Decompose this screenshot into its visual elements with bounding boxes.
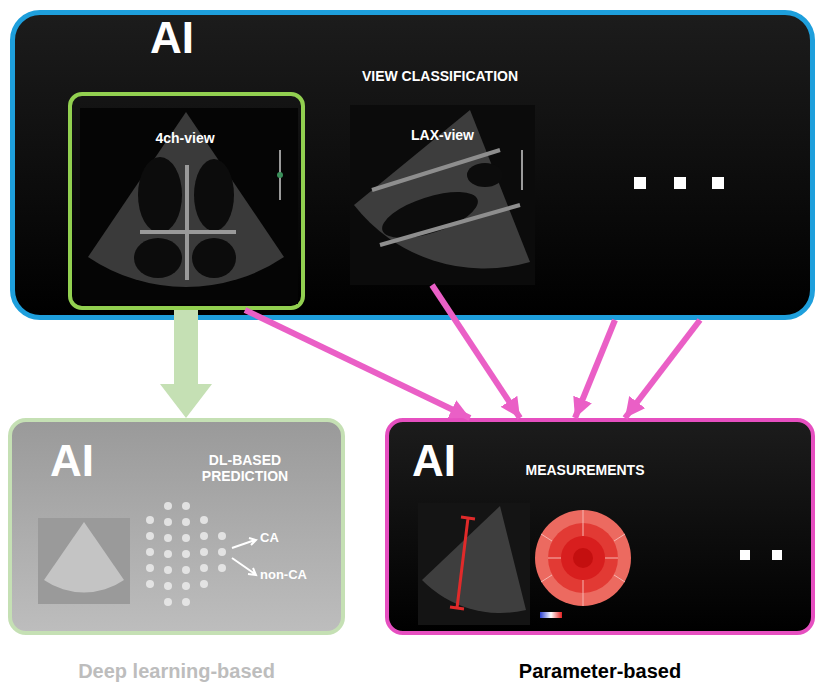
- measurement-line: [450, 517, 475, 609]
- output-label: non-CA: [260, 568, 307, 583]
- echo-chamber: [194, 159, 234, 231]
- block-arrow: [160, 310, 212, 418]
- flow-arrow: [245, 310, 470, 418]
- echo-fan: [354, 110, 530, 269]
- echo-image: [418, 503, 530, 625]
- ai-heading: AI: [150, 13, 240, 64]
- echo-wall: [372, 150, 520, 245]
- echo-chamber: [192, 238, 236, 278]
- echo-fan: [44, 522, 124, 593]
- echo-fan: [422, 506, 526, 613]
- panel-heading: DL-BASED PREDICTION: [185, 452, 305, 484]
- echo-marker: [277, 172, 283, 178]
- ai-heading: AI: [412, 436, 502, 487]
- view-label: LAX-view: [350, 127, 535, 143]
- echo-image: [80, 108, 298, 304]
- flow-arrow: [575, 320, 615, 418]
- view-label: 4ch-view: [120, 130, 250, 146]
- neural-network: [146, 502, 226, 606]
- echo-chamber: [377, 182, 483, 247]
- echo-chamber: [134, 238, 182, 278]
- bullseye-plot: [535, 510, 631, 618]
- echo-scale: [521, 150, 523, 190]
- output-label: CA: [260, 531, 279, 546]
- echo-image: [38, 518, 130, 604]
- output-arrow: [232, 538, 256, 548]
- echo-chamber: [467, 163, 503, 187]
- echo-image: [350, 105, 535, 285]
- ellipsis-square: [740, 550, 750, 560]
- panel-heading: MEASUREMENTS: [515, 462, 655, 478]
- echo-chamber: [138, 157, 182, 233]
- output-arrow: [232, 558, 256, 575]
- panel-heading: VIEW CLASSIFICATION: [315, 68, 565, 84]
- echo-fan: [88, 112, 284, 287]
- method-caption: Parameter-based: [385, 660, 815, 683]
- method-caption: Deep learning-based: [8, 660, 345, 683]
- flow-arrow: [432, 285, 520, 418]
- ellipsis-square: [674, 177, 686, 189]
- ai-heading: AI: [50, 436, 140, 487]
- ellipsis-square: [772, 550, 782, 560]
- ellipsis-square: [634, 177, 646, 189]
- echo-septum: [140, 165, 236, 280]
- ellipsis-square: [712, 177, 724, 189]
- flow-arrow: [625, 320, 700, 418]
